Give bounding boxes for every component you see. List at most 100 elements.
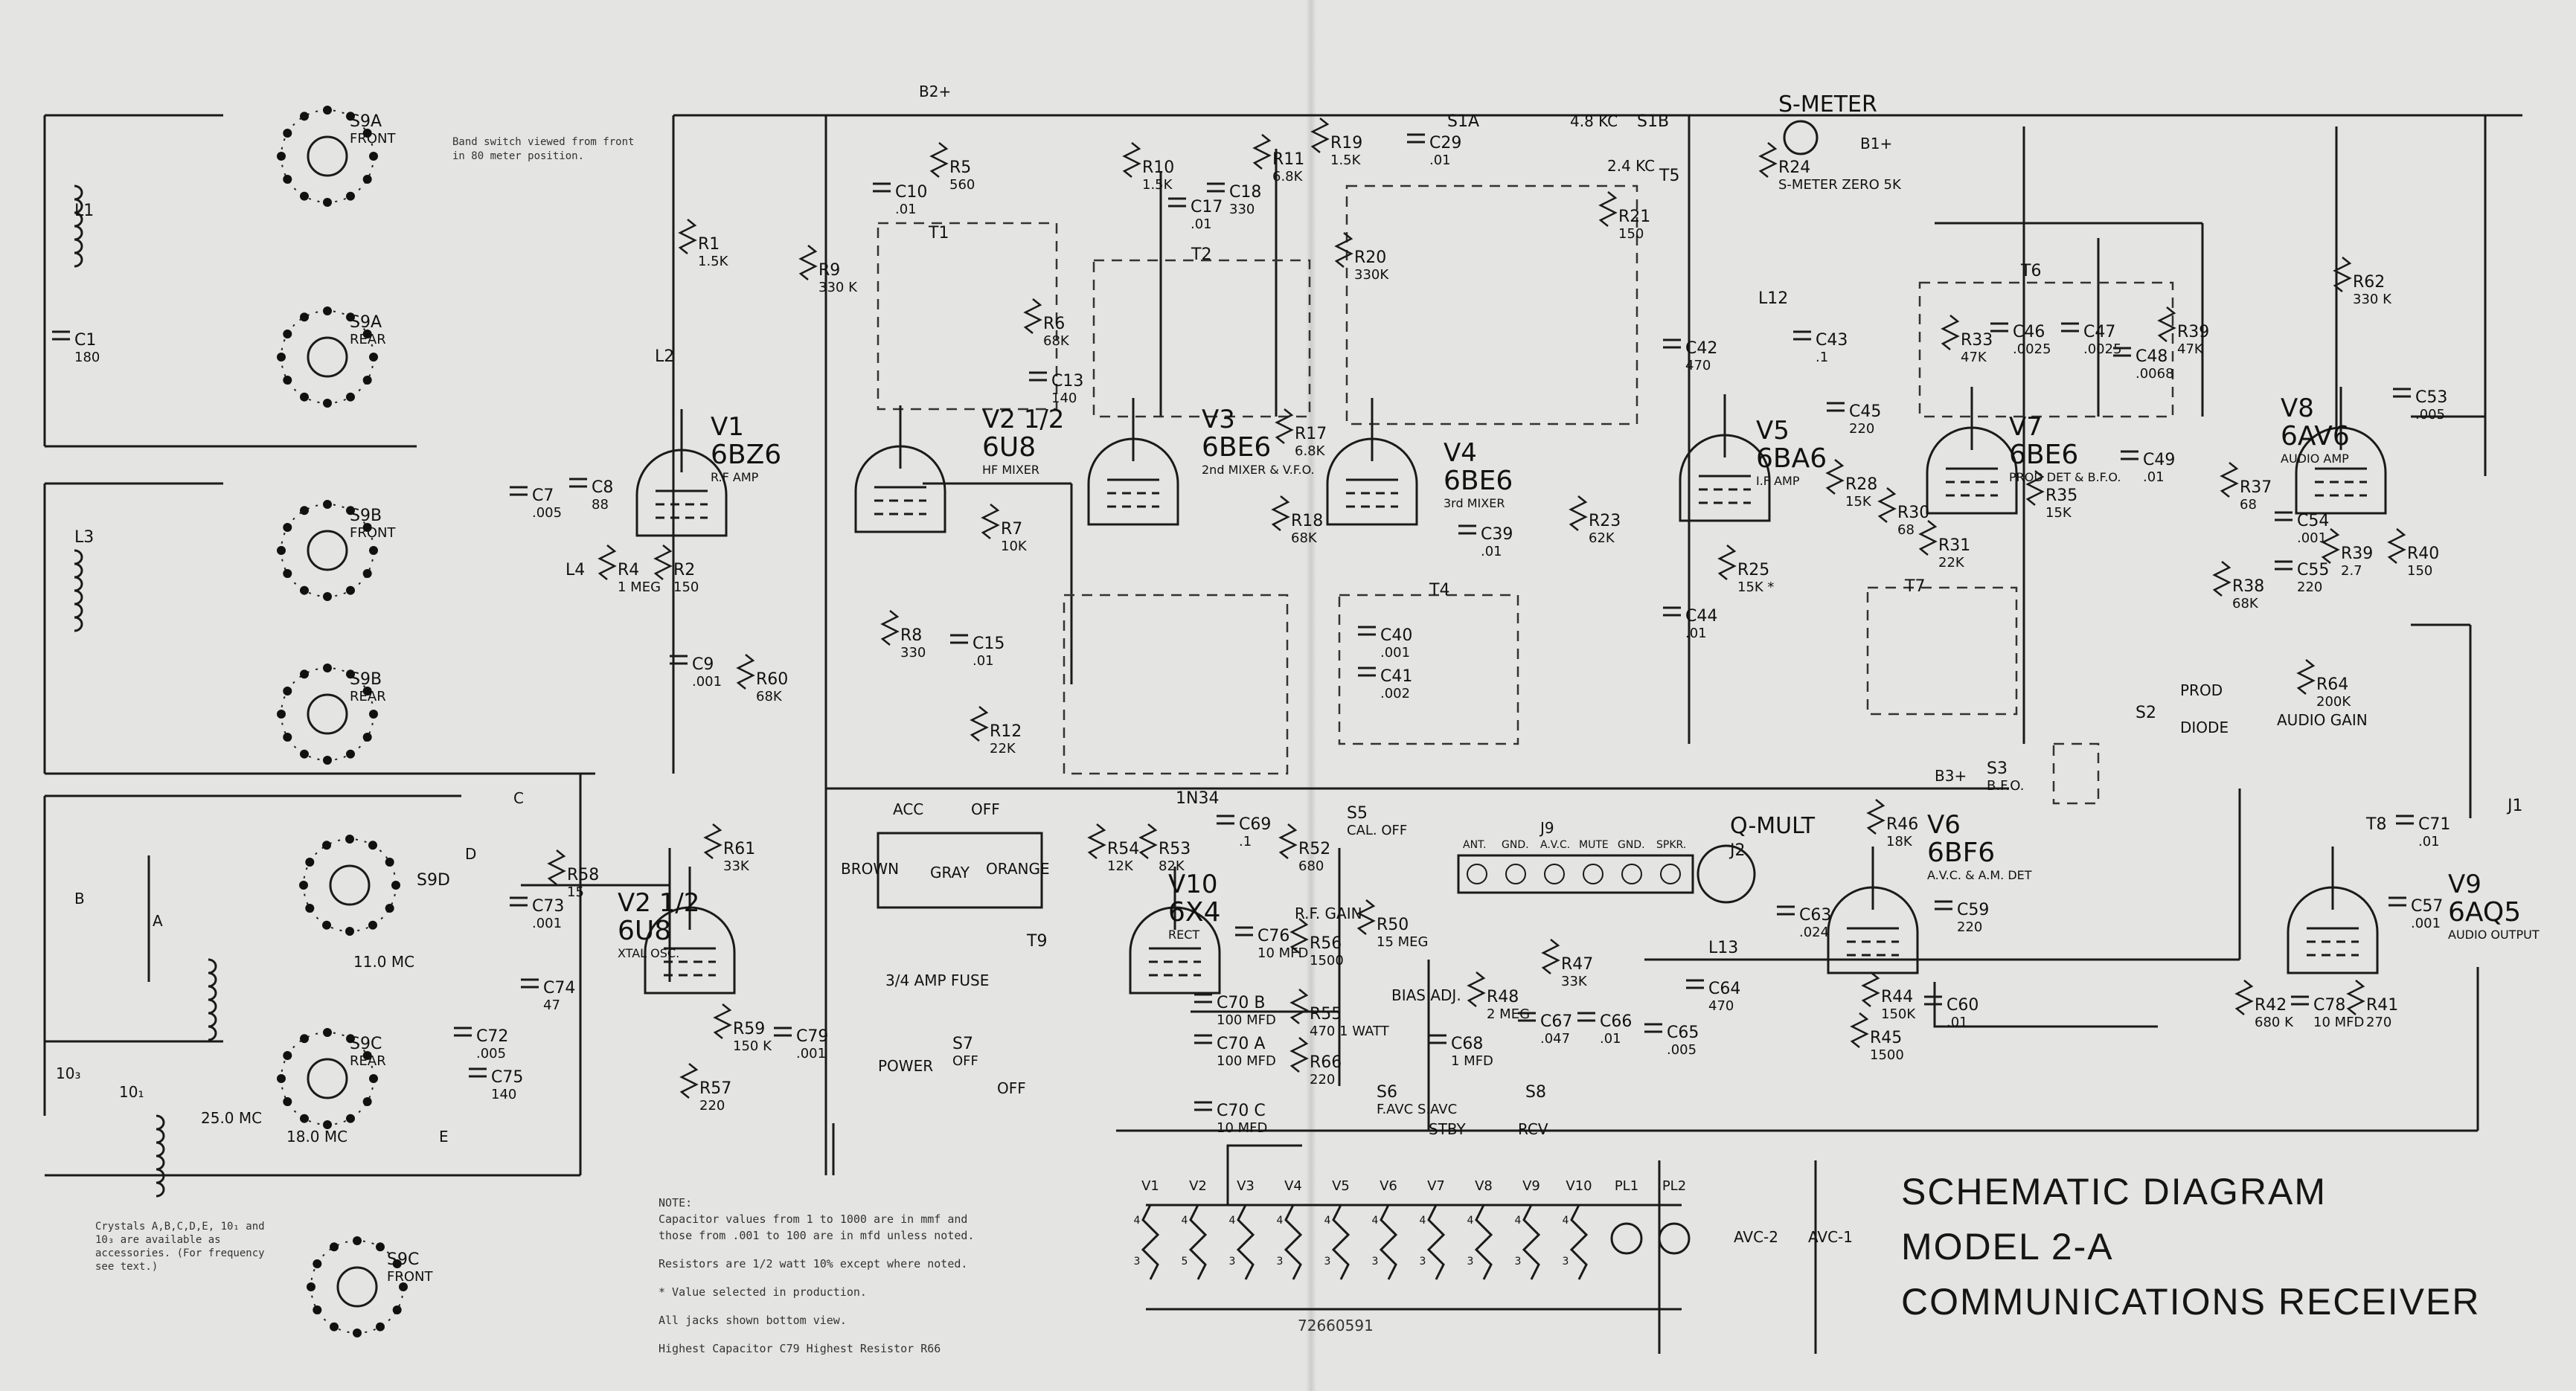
heater-pin: 4 [1563,1215,1569,1227]
component-value: .0068 [2136,366,2174,382]
component-value: 330K [1354,267,1389,283]
label-avc1: AVC-1 [1808,1228,1853,1246]
component-ref: S9D [417,871,450,890]
component-l4: L4 [565,561,585,579]
heater-pin: 4 [1277,1215,1284,1227]
component-c79: C79.001 [774,1027,828,1061]
heater-filament-icon [1188,1204,1208,1280]
component-value: .005 [2415,407,2445,423]
component-ref: S9A [350,112,382,131]
wafer-rotor-icon [307,1058,348,1099]
component-ref: R23 [1589,512,1621,530]
component-value: .001 [2297,530,2327,546]
label-xtal-a: A [153,912,163,930]
terminal-label: GND. [1502,839,1529,851]
shield-can [1866,586,2018,716]
switch-contact [362,733,372,742]
tube-type: 6BZ6 [711,440,781,470]
component-ref: R52 [1298,840,1330,858]
component-ref: R64 [2316,675,2348,694]
component-value: F.AVC S.AVC [1377,1102,1457,1117]
component-s1a: S1A [1447,112,1479,131]
component-ref: R39 [2177,323,2209,341]
component-ref: C70 B [1217,994,1265,1012]
switch-contact [300,1114,309,1123]
resistor-icon [1467,971,1486,1007]
label-cal-4-8: 4.8 KC [1570,112,1618,130]
terminal-label: MUTE [1579,839,1609,851]
resistor-icon [1138,823,1158,859]
component-s3: S3B.F.O. [1987,759,2024,794]
switch-contact [346,669,355,679]
component-1n34: 1N34 [1176,789,1219,808]
label-q-mult: Q-MULT [1730,813,1816,839]
component-value: 470 1 WATT [1310,1024,1390,1039]
component-ref: R5 [949,158,971,177]
component-ref: C39 [1481,525,1513,544]
heater-label: PL1 [1615,1178,1638,1194]
resistor-icon [1334,232,1353,268]
switch-contact [376,1242,385,1252]
component-ref: T5 [1659,167,1679,185]
coil-turn [156,1114,165,1131]
note-jacks: All jacks shown bottom view. [659,1314,847,1327]
component-c39: C39.01 [1458,524,1513,559]
band-switch-note: Band switch viewed from front in 80 mete… [452,136,635,162]
component-ref: R61 [723,840,755,858]
component-value: REAR [350,689,386,704]
component-value: .001 [1380,645,1410,661]
switch-contact [345,927,354,936]
resistor-icon [798,245,818,280]
component-value: .001 [692,674,722,690]
heater-filament-icon [1426,1204,1446,1280]
switch-contact [283,523,292,532]
component-ref: R4 [618,561,639,579]
resistor-icon [1271,495,1290,531]
component-ref: R45 [1870,1029,1902,1047]
switch-contact [300,112,309,121]
heater-pin: 4 [1515,1215,1522,1227]
component-value: 68 [1897,522,1915,538]
component-value: 18K [1886,834,1913,849]
component-ref: S8 [1525,1083,1546,1102]
switch-contact [346,749,355,759]
resistor-icon [1289,1037,1309,1073]
component-value: 1.5K [1330,152,1362,168]
component-value: 6.8K [1295,443,1326,459]
component-value: REAR [350,1053,386,1069]
switch-contact [323,1120,332,1129]
component-value: .005 [476,1046,506,1061]
heater-label: V6 [1380,1178,1397,1194]
component-value: 1500 [1310,953,1344,968]
resistor-icon [1252,134,1272,170]
heater-label: V1 [1141,1178,1159,1194]
terminal-label: ANT. [1463,839,1486,851]
component-value: 22K [990,741,1016,756]
heater-filament-icon [1236,1204,1255,1280]
band-switch-wafer [307,1236,408,1337]
component-value: .0025 [2013,341,2051,357]
component-ref: C79 [796,1027,828,1046]
component-ref: C54 [2297,512,2329,530]
component-value: 47K [1961,350,1987,365]
component-value: 200K [2316,694,2351,710]
component-c70c: C70 C10 MFD [1194,1101,1267,1136]
switch-contact [345,835,354,844]
component-value: 82K [1159,858,1185,874]
